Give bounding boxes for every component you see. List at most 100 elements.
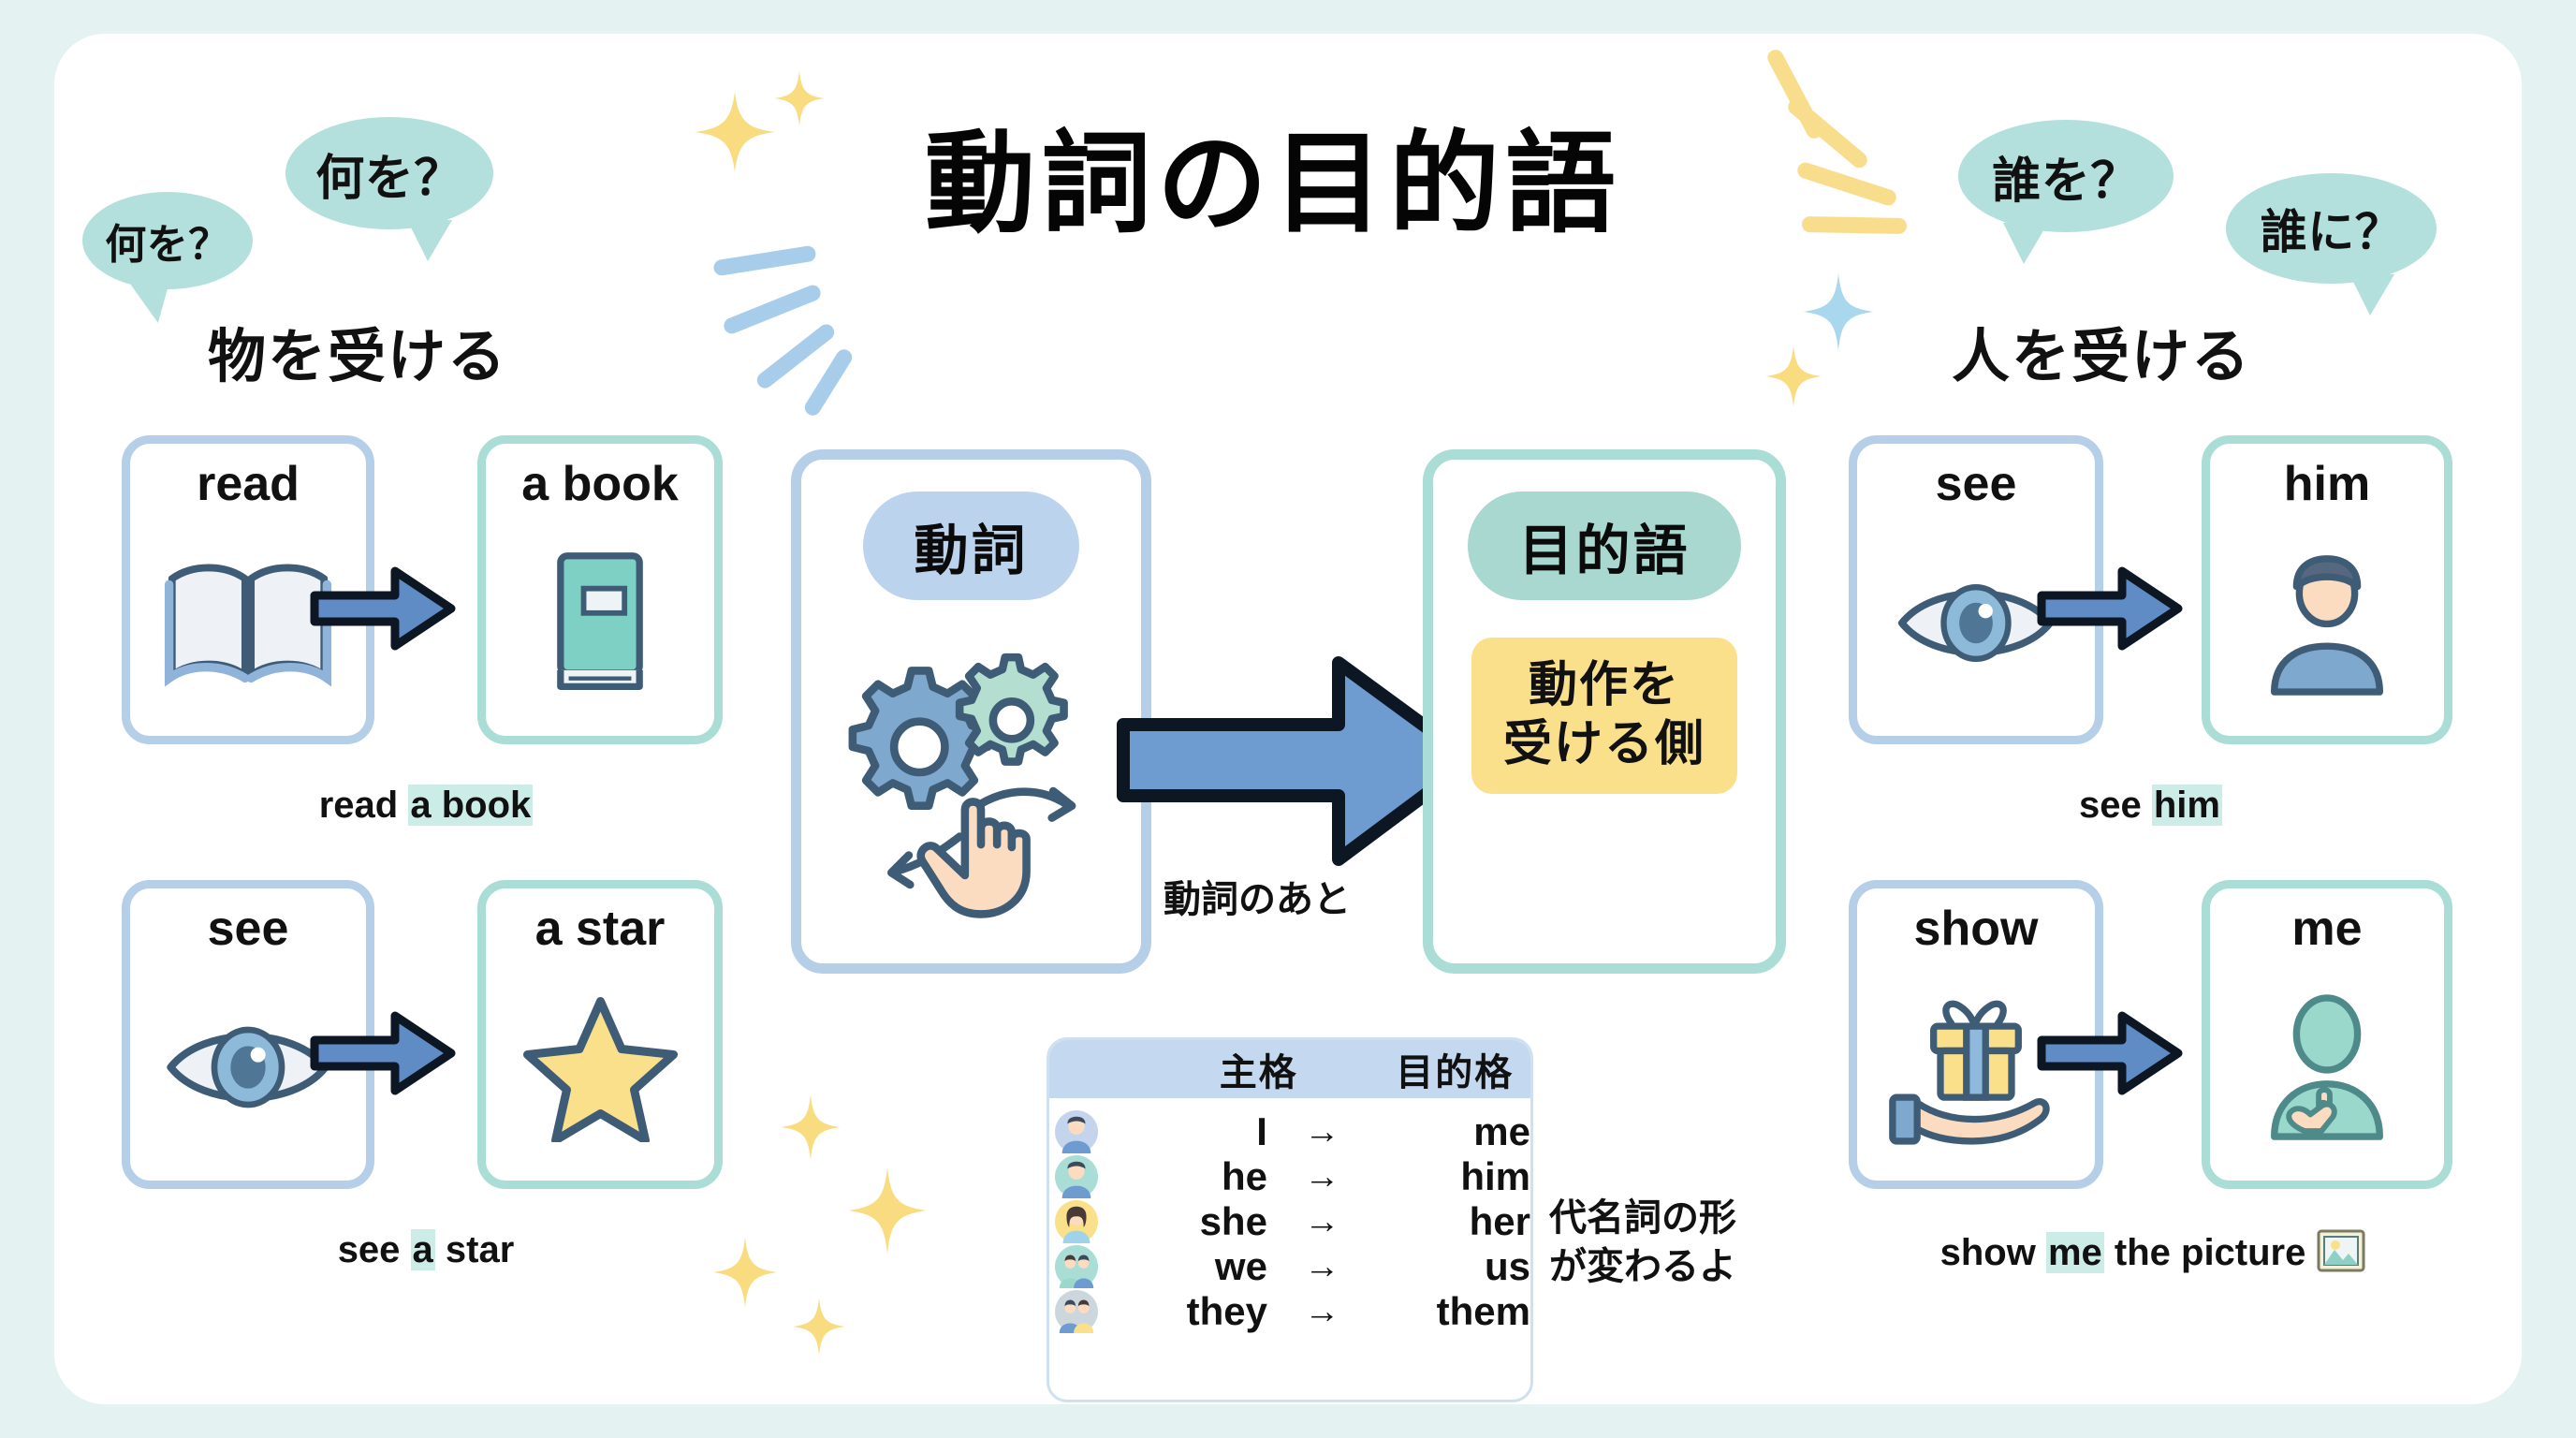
object-panel: 目的語 動作を 受ける側 (1423, 449, 1786, 974)
phrase-suffix: star (434, 1229, 515, 1270)
pronoun-object: him (1460, 1154, 1530, 1198)
verb-panel-pill: 動詞 (863, 492, 1079, 600)
big-arrow-verb-to-object-icon (1114, 655, 1479, 871)
phrase-highlight: me (2045, 1232, 2104, 1273)
bubble-left-large: 何を？ (285, 117, 493, 261)
phrase-see-him: see him (1849, 785, 2452, 827)
arrow-read-to-book-icon (309, 562, 459, 660)
phrase-highlight: him (2151, 785, 2222, 826)
object-panel-box-line1: 動作を (1528, 658, 1680, 712)
verb-card-show-label: show (1913, 902, 2039, 956)
object-card-him-label: him (2283, 457, 2371, 511)
verb-card-see-left[interactable]: see (122, 880, 374, 1189)
pronoun-side-note: 代名詞の形 が変わるよ (1549, 1194, 1736, 1291)
object-panel-box-line2: 受ける側 (1502, 717, 1705, 772)
pronoun-object: us (1484, 1244, 1530, 1288)
table-row: she → her (1049, 1199, 1530, 1244)
object-card-a-star-label: a star (534, 902, 666, 956)
pronoun-subject: she (1199, 1199, 1267, 1243)
bubble-right-small: 誰を？ (1958, 120, 2174, 264)
open-book-icon (130, 510, 366, 736)
man-blue-avatar-icon (1049, 1110, 1104, 1153)
pronoun-table-header: 主格 目的格 (1049, 1040, 1530, 1098)
pronoun-subject: he (1221, 1154, 1267, 1198)
bubble-right-large: 誰に？ (2226, 173, 2437, 315)
bubble-left-small: 何を？ (82, 192, 253, 328)
verb-card-see-right-label: see (1935, 457, 2017, 511)
pronoun-subject: they (1186, 1289, 1267, 1333)
object-card-me-label: me (2291, 902, 2363, 956)
bubble-tail (2349, 274, 2394, 315)
man-avatar-icon (2210, 510, 2444, 736)
phrase-highlight: a (410, 1229, 435, 1270)
phrase-prefix: read (318, 785, 409, 826)
pronoun-arrow: → (1304, 1291, 1340, 1331)
pronoun-table: 主格 目的格 I → me he → him (1046, 1037, 1533, 1402)
bubble-tail (130, 275, 181, 328)
verb-panel: 動詞 (791, 449, 1151, 974)
phrase-suffix: the picture (2103, 1232, 2306, 1273)
arrow-see-to-star-icon (309, 1006, 459, 1105)
table-row: they → them (1049, 1289, 1530, 1334)
decor-ray-yellow (1801, 216, 1908, 234)
pronoun-object: me (1473, 1109, 1530, 1153)
bubble-tail (407, 220, 452, 261)
object-panel-yellow-box: 動作を 受ける側 (1471, 638, 1737, 794)
pronoun-arrow: → (1304, 1156, 1340, 1196)
closed-book-icon (486, 510, 714, 736)
arrow-see-to-him-icon (2036, 562, 2186, 660)
phrase-prefix: show (1939, 1232, 2046, 1273)
man-teal-avatar-icon (1049, 1155, 1104, 1198)
object-card-a-book[interactable]: a book (477, 435, 723, 744)
star-icon (486, 955, 714, 1181)
woman-yellow-avatar-icon (1049, 1200, 1104, 1243)
pronoun-arrow: → (1304, 1201, 1340, 1241)
bubble-right-small-text: 誰を？ (1992, 154, 2140, 209)
pair-gray-avatar-icon (1049, 1290, 1104, 1333)
table-row: we → us (1049, 1244, 1530, 1289)
after-verb-note: 動詞のあと (1164, 879, 1351, 920)
phrase-prefix: see (2079, 785, 2152, 826)
phrase-prefix: see (337, 1229, 411, 1270)
verb-card-see-left-label: see (207, 902, 289, 956)
pronoun-side-note-line1: 代名詞の形 (1549, 1197, 1736, 1239)
verb-card-read[interactable]: read (122, 435, 374, 744)
pronoun-arrow: → (1304, 1246, 1340, 1286)
bubble-tail (2003, 223, 2048, 264)
person-pointing-self-icon (2210, 955, 2444, 1181)
object-panel-pill: 目的語 (1468, 492, 1741, 600)
object-card-me[interactable]: me (2202, 880, 2452, 1189)
table-row: I → me (1049, 1109, 1530, 1154)
page-title: 動詞の目的語 (924, 123, 1621, 246)
bubble-right-large-text: 誰に？ (2260, 206, 2403, 258)
verb-card-read-label: read (197, 457, 300, 511)
pronoun-side-note-line2: が変わるよ (1549, 1246, 1736, 1287)
pronoun-arrow: → (1304, 1111, 1340, 1152)
table-row: he → him (1049, 1154, 1530, 1199)
eye-icon (130, 955, 366, 1181)
pronoun-table-header-object: 目的格 (1396, 1052, 1515, 1093)
pronoun-table-header-subject: 主格 (1219, 1052, 1298, 1093)
phrase-read-a-book: read a book (122, 785, 730, 827)
bubble-left-small-text: 何を？ (105, 222, 230, 268)
verb-card-show[interactable]: show (1849, 880, 2103, 1189)
phrase-see-a-star: see a star (122, 1229, 730, 1271)
pronoun-object: them (1436, 1289, 1530, 1333)
pronoun-subject: we (1214, 1244, 1267, 1288)
pronoun-object: her (1469, 1199, 1530, 1243)
right-section-heading: 人を受ける (1952, 325, 2252, 389)
pair-teal-avatar-icon (1049, 1245, 1104, 1288)
phrase-show-me-the-picture: show me the picture (1816, 1229, 2490, 1282)
phrase-highlight: a book (408, 785, 534, 826)
pronoun-subject: I (1256, 1109, 1267, 1153)
gift-on-hand-icon (1857, 955, 2095, 1181)
bubble-left-large-text: 何を？ (315, 151, 463, 206)
object-card-him[interactable]: him (2202, 435, 2452, 744)
object-card-a-star[interactable]: a star (477, 880, 723, 1189)
left-section-heading: 物を受ける (208, 325, 508, 389)
gears-and-pointing-hand-icon (801, 600, 1141, 963)
object-card-a-book-label: a book (521, 457, 679, 511)
verb-card-see-right[interactable]: see (1849, 435, 2103, 744)
picture-frame-icon (2317, 1229, 2365, 1282)
